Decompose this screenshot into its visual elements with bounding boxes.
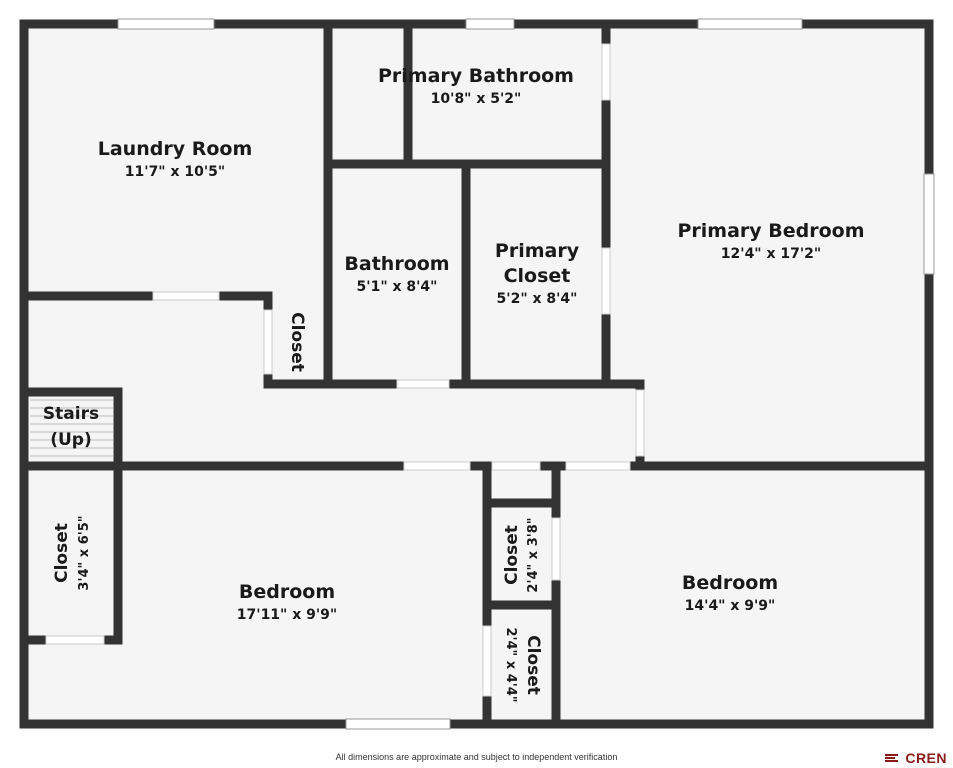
primary-closet-name-line1: Primary: [495, 240, 580, 262]
left-closet-dim: 3'4" x 6'5": [77, 515, 92, 590]
mid-closet-top-name: Closet: [502, 525, 522, 585]
mid-closet-top-dim: 2'4" x 3'8": [526, 517, 541, 592]
windows: [117, 18, 935, 730]
primary-bedroom-name: Primary Bedroom: [677, 220, 864, 242]
mid-closet-bottom-dim: 2'4" x 4'4": [503, 627, 518, 702]
logo-text: CREN: [905, 750, 947, 766]
primary-bedroom-dim: 12'4" x 17'2": [721, 246, 821, 262]
door-hall-closet: [263, 309, 273, 375]
door-hallway-right: [635, 389, 645, 457]
floor: [24, 24, 929, 724]
mid-closet-bottom-name: Closet: [523, 635, 543, 695]
stairs-name-line1: Stairs: [43, 404, 99, 424]
door-mid-closet-bottom: [482, 625, 492, 697]
left-closet-name: Closet: [52, 523, 72, 583]
walls: [19, 19, 934, 729]
door-left-closet: [45, 635, 105, 645]
laundry-room-name: Laundry Room: [98, 138, 253, 160]
door-bathroom: [396, 379, 450, 389]
window-laundry: [117, 18, 215, 30]
primary-closet-dim: 5'2" x 8'4": [497, 291, 578, 307]
bathroom-name: Bathroom: [344, 253, 449, 275]
logo-mark-icon: [885, 754, 899, 762]
disclaimer-text: All dimensions are approximate and subje…: [335, 752, 618, 762]
laundry-room-dim: 11'7" x 10'5": [125, 164, 225, 180]
window-primary-bath: [465, 18, 515, 30]
primary-bathroom-name: Primary Bathroom: [378, 65, 574, 87]
stairs-name-line2: (Up): [50, 430, 92, 450]
bedroom-right-name: Bedroom: [682, 572, 778, 594]
door-laundry: [152, 291, 220, 301]
stair-treads: [30, 399, 113, 457]
door-mid-closet-top: [551, 517, 561, 581]
primary-bathroom-dim: 10'8" x 5'2": [431, 91, 522, 107]
window-primary-bed-top: [697, 18, 803, 30]
door-openings: [45, 43, 645, 697]
hall-closet-name: Closet: [287, 312, 307, 372]
window-primary-bed-side: [923, 173, 935, 275]
bedroom-left-name: Bedroom: [239, 581, 335, 603]
door-bedroom-right: [565, 461, 631, 471]
door-bedroom-left: [403, 461, 471, 471]
bedroom-left-dim: 17'11" x 9'9": [237, 607, 337, 623]
primary-closet-name-line2: Closet: [504, 265, 571, 287]
bedroom-right-dim: 14'4" x 9'9": [685, 598, 776, 614]
door-closet-nook: [491, 461, 541, 471]
door-primary-bath-top: [601, 43, 611, 101]
door-primary-closet: [601, 247, 611, 315]
window-bedroom-bottom: [345, 718, 451, 730]
bathroom-dim: 5'1" x 8'4": [357, 279, 438, 295]
cren-logo: CREN: [884, 750, 947, 766]
